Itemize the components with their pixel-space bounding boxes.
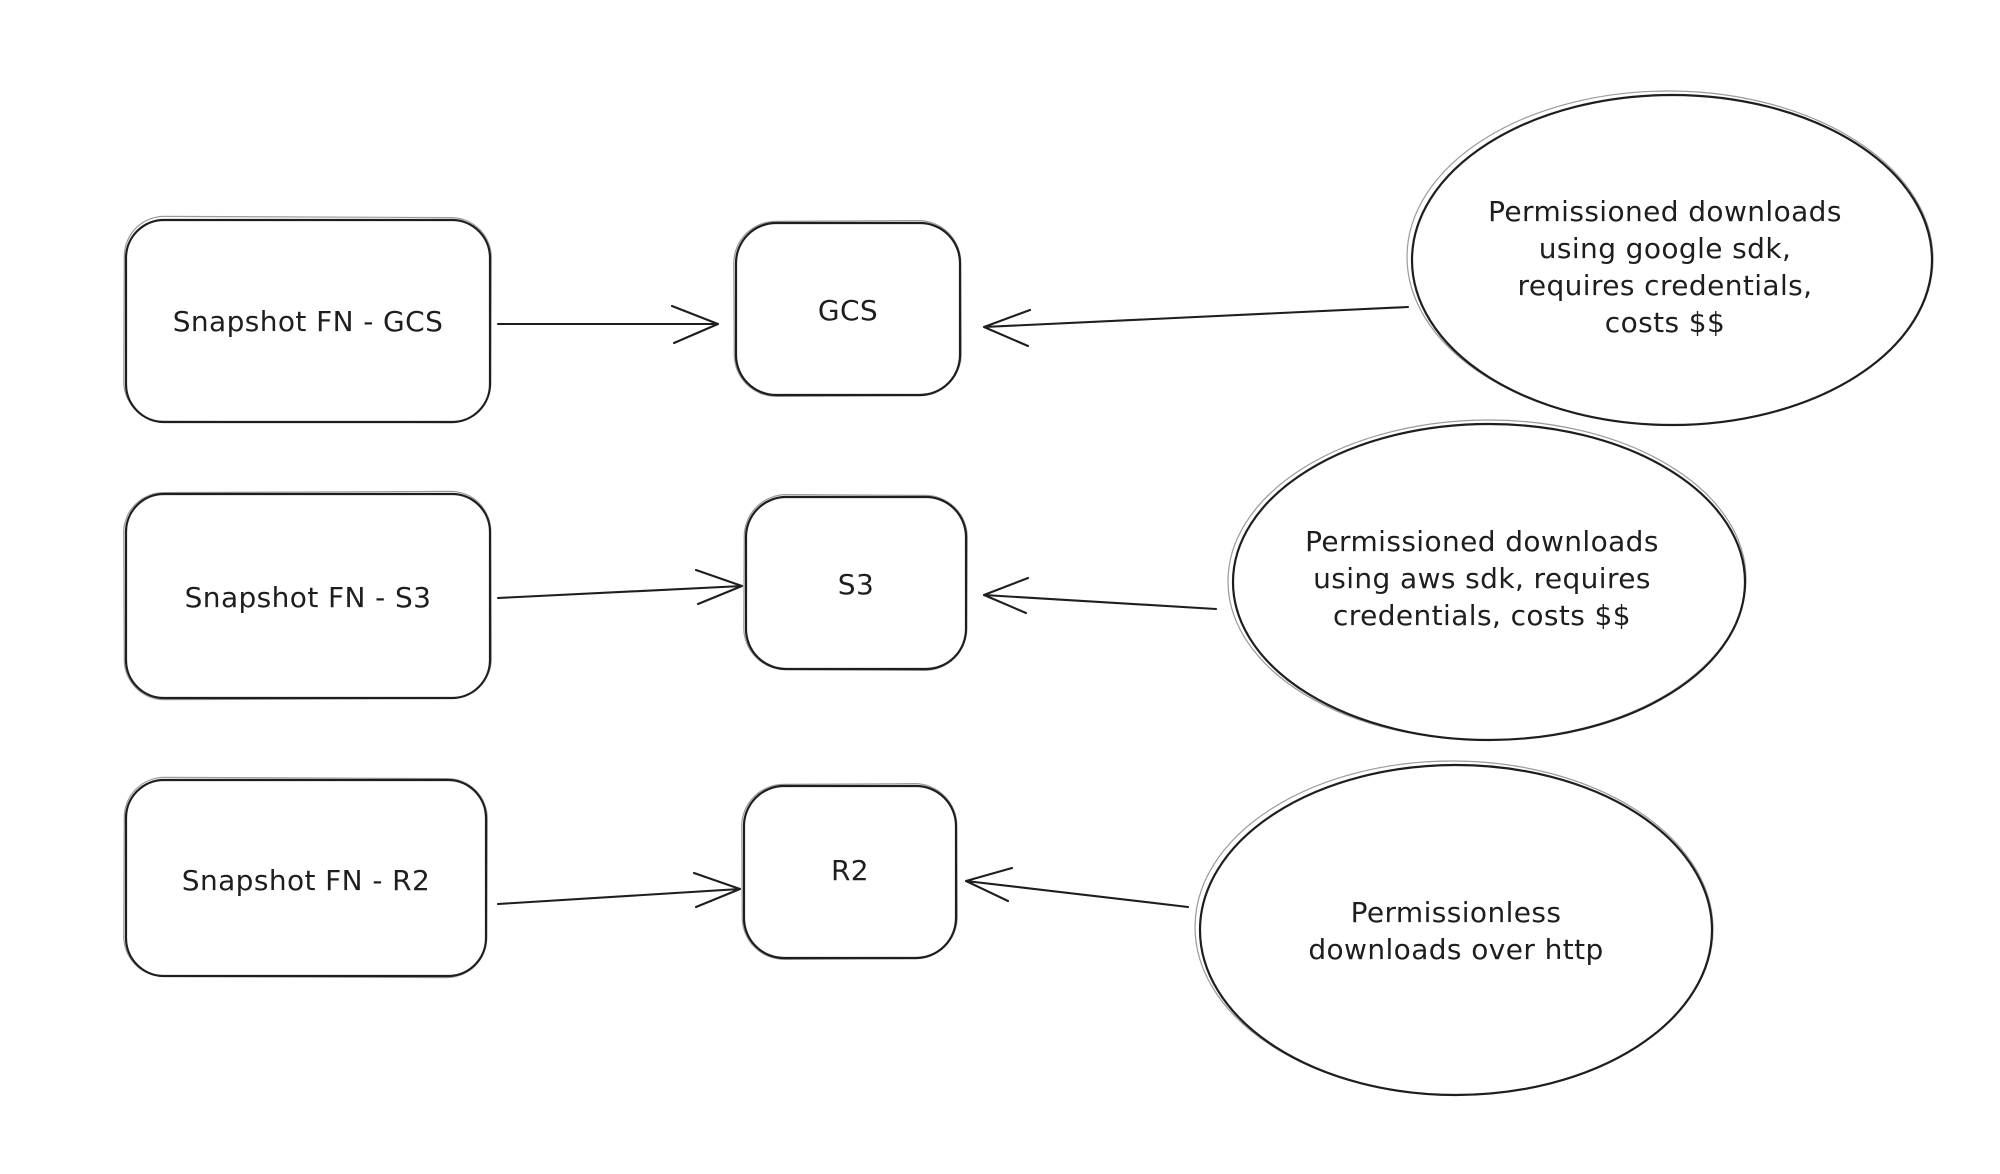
r2-note-text-line: Permissionless bbox=[1351, 896, 1562, 929]
r2-node-label: R2 bbox=[831, 854, 869, 887]
gcs-node-sketch-stroke bbox=[733, 220, 962, 397]
gcs-node bbox=[734, 221, 962, 397]
r2-note-ellipse bbox=[1198, 763, 1714, 1097]
gcs-note-text-line: costs $$ bbox=[1605, 306, 1725, 339]
snapshot-fn-r2-node-sketch-stroke bbox=[123, 776, 488, 979]
s3-note-text-line: using aws sdk, requires bbox=[1313, 562, 1651, 595]
snapshot-fn-s3-label: Snapshot FN - S3 bbox=[185, 581, 432, 614]
s3-note-ellipse bbox=[1231, 422, 1747, 742]
snapshot-fn-gcs-label: Snapshot FN - GCS bbox=[173, 305, 444, 338]
s3-node-label: S3 bbox=[838, 568, 874, 601]
s3-note-text-line: credentials, costs $$ bbox=[1333, 599, 1631, 632]
r2-note-text-line: downloads over http bbox=[1308, 933, 1603, 966]
s3-node-sketch-stroke bbox=[743, 494, 968, 671]
s3-node bbox=[744, 495, 968, 671]
gcs-node-label: GCS bbox=[818, 294, 878, 327]
arrow-snapshot-r2-to-r2 bbox=[496, 871, 742, 909]
r2-node bbox=[742, 784, 958, 960]
arrow-snapshot-s3-to-s3 bbox=[496, 568, 744, 606]
flow-row-s3: Snapshot FN - S3 S3 Permissioned downloa… bbox=[123, 419, 1747, 742]
gcs-note-text-line: requires credentials, bbox=[1518, 269, 1813, 302]
snapshot-fn-r2-label: Snapshot FN - R2 bbox=[182, 864, 430, 897]
s3-note-text-line: Permissioned downloads bbox=[1305, 525, 1659, 558]
snapshot-fn-s3-node bbox=[124, 492, 492, 700]
s3-note-ellipse-sketch-stroke bbox=[1227, 419, 1747, 741]
arrow-s3-note-to-s3 bbox=[982, 576, 1218, 615]
snapshot-fn-s3-node-sketch-stroke bbox=[123, 490, 492, 701]
gcs-note-ellipse bbox=[1410, 93, 1934, 427]
flow-row-r2: Snapshot FN - R2 R2 Permissionless downl… bbox=[123, 760, 1714, 1097]
snapshot-fn-gcs-node bbox=[124, 218, 492, 424]
arrow-snapshot-gcs-to-gcs bbox=[496, 304, 720, 345]
snapshot-fn-r2-node bbox=[124, 778, 488, 978]
arrow-gcs-note-to-gcs bbox=[982, 305, 1410, 348]
gcs-note-ellipse-sketch-stroke bbox=[1406, 90, 1934, 426]
gcs-note-text-line: using google sdk, bbox=[1539, 232, 1792, 265]
arrow-r2-note-to-r2 bbox=[964, 866, 1190, 909]
flow-row-gcs: Snapshot FN - GCS GCS Permissioned downl… bbox=[123, 90, 1934, 427]
snapshot-fn-gcs-node-sketch-stroke bbox=[123, 215, 492, 424]
r2-node-sketch-stroke bbox=[741, 783, 958, 960]
r2-note-ellipse-sketch-stroke bbox=[1194, 760, 1714, 1096]
gcs-note-text-line: Permissioned downloads bbox=[1488, 195, 1842, 228]
